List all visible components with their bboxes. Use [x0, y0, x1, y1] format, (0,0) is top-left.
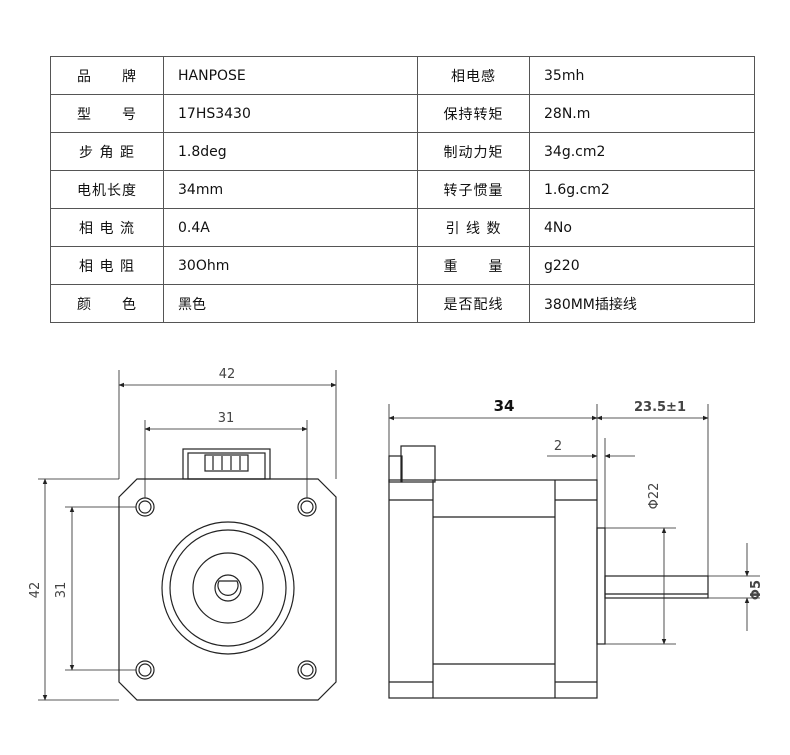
spec-value: 1.8deg — [163, 132, 418, 171]
dim-shaft-length: 23.5±1 — [634, 400, 686, 415]
spec-label: 制动力矩 — [417, 132, 530, 171]
spec-value: 380MM插接线 — [529, 284, 755, 323]
spec-value: g220 — [529, 246, 755, 285]
spec-label: 颜 色 — [50, 284, 164, 323]
spec-label: 相 电 阻 — [50, 246, 164, 285]
side-boss — [596, 527, 606, 645]
spec-value: 34g.cm2 — [529, 132, 755, 171]
dim-front-width: 42 — [219, 367, 236, 382]
side-body — [388, 479, 598, 699]
dim-side-length: 34 — [494, 397, 515, 415]
dim-front-hole-spacing-v: 31 — [54, 582, 69, 599]
spec-value: 1.6g.cm2 — [529, 170, 755, 209]
dim-boss-height: 2 — [554, 439, 562, 454]
spec-label: 转子惯量 — [417, 170, 530, 209]
spec-label: 保持转矩 — [417, 94, 530, 133]
spec-label: 是否配线 — [417, 284, 530, 323]
mounting-holes — [135, 497, 317, 680]
boss-outer — [161, 521, 295, 655]
side-dimensions — [388, 404, 760, 645]
spec-value: 黑色 — [163, 284, 418, 323]
spec-label: 电机长度 — [50, 170, 164, 209]
spec-value: 30Ohm — [163, 246, 418, 285]
spec-value: 17HS3430 — [163, 94, 418, 133]
front-flange-outline — [118, 478, 337, 701]
side-view — [388, 445, 709, 699]
shaft-end — [214, 574, 242, 602]
front-dimensions — [38, 370, 337, 701]
side-shaft — [604, 575, 709, 599]
spec-label: 重 量 — [417, 246, 530, 285]
spec-label: 步 角 距 — [50, 132, 164, 171]
front-view — [118, 448, 337, 701]
spec-value: HANPOSE — [163, 56, 418, 95]
spec-label: 引 线 数 — [417, 208, 530, 247]
dim-boss-diameter: Φ22 — [647, 483, 662, 510]
dim-front-height: 42 — [28, 582, 43, 599]
spec-value: 28N.m — [529, 94, 755, 133]
dim-front-hole-spacing: 31 — [218, 411, 235, 426]
spec-value: 0.4A — [163, 208, 418, 247]
spec-label: 型 号 — [50, 94, 164, 133]
spec-value: 35mh — [529, 56, 755, 95]
spec-label: 相电感 — [417, 56, 530, 95]
dim-shaft-diameter: Φ5 — [749, 580, 764, 600]
spec-label: 相 电 流 — [50, 208, 164, 247]
spec-value: 34mm — [163, 170, 418, 209]
side-connector — [388, 455, 403, 483]
spec-label: 品 牌 — [50, 56, 164, 95]
motor-drawing: 42 31 42 31 34 23.5±1 2 — [28, 367, 764, 701]
spec-value: 4No — [529, 208, 755, 247]
